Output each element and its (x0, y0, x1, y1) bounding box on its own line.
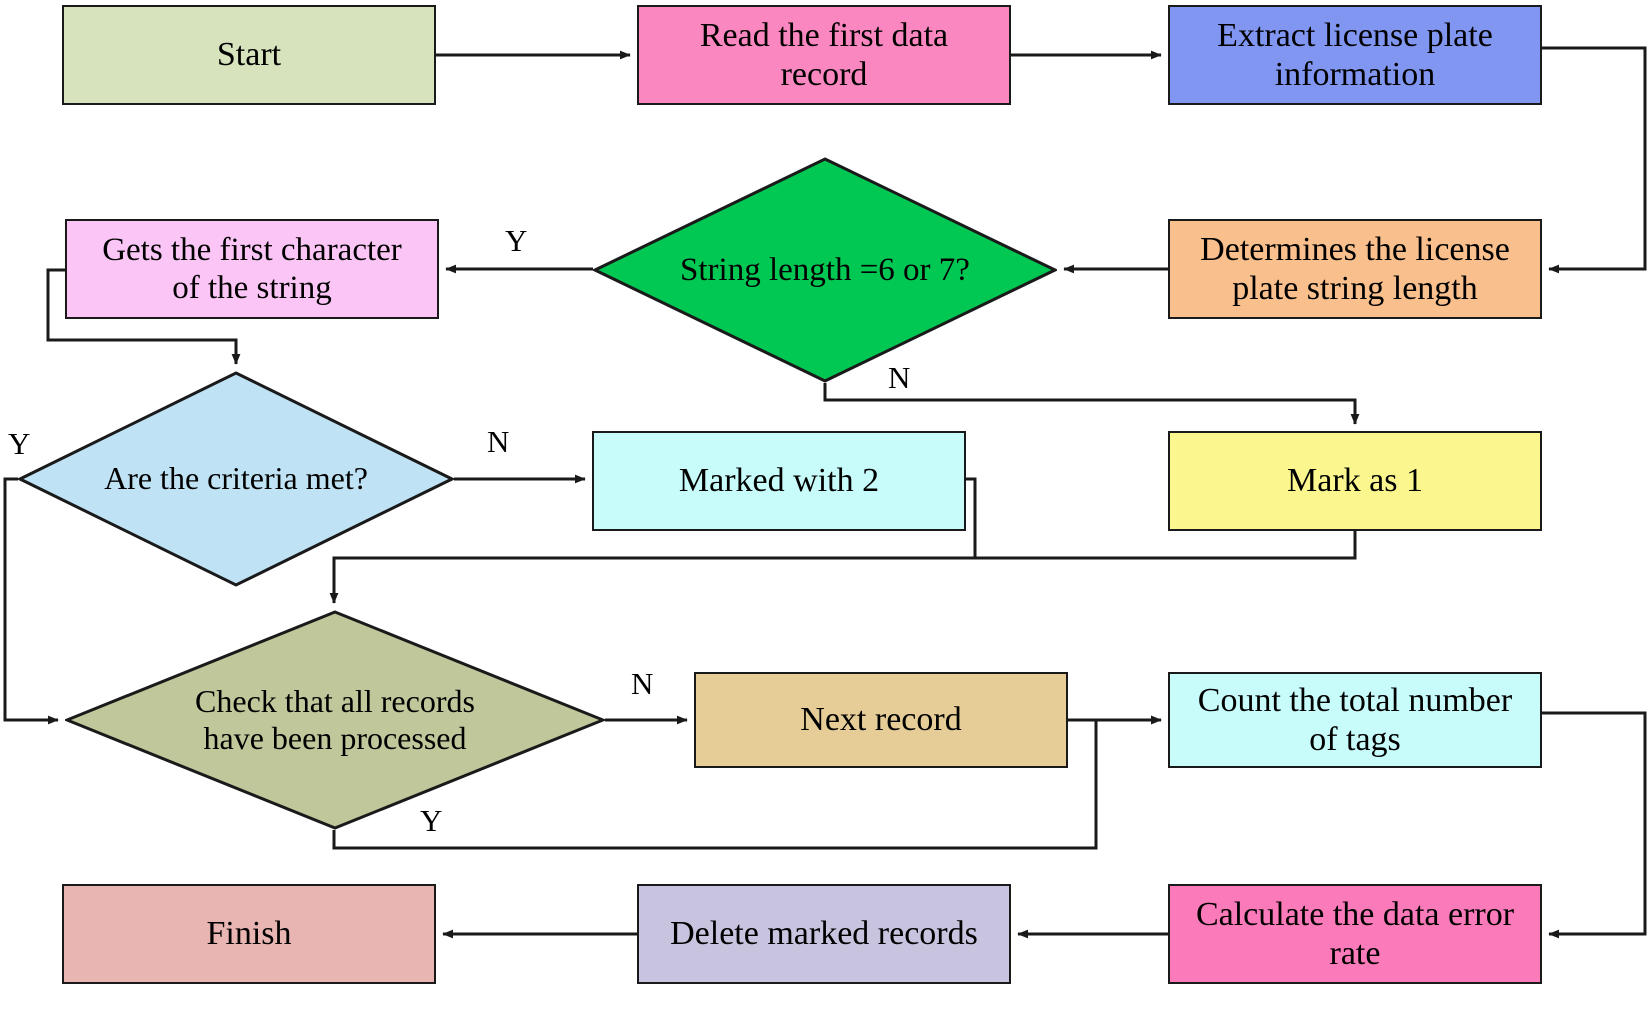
node-label-delete-marked-records: Delete marked records (670, 915, 978, 953)
node-next-record[interactable]: Next record (694, 672, 1068, 768)
node-label-marked-with-2: Marked with 2 (678, 462, 880, 500)
node-label-read-first-record: Read the first data record (699, 16, 949, 93)
edge-label-e-criteria-yes: Y (8, 426, 31, 461)
node-criteria-met[interactable]: Are the criteria met? (18, 371, 454, 587)
node-label-count-total-tags: Count the total number of tags (1197, 681, 1513, 758)
node-count-total-tags[interactable]: Count the total number of tags (1168, 672, 1542, 768)
node-marked-with-2[interactable]: Marked with 2 (592, 431, 966, 531)
edge-label-e-check-yes: Y (420, 803, 443, 838)
edge-label-e-criteria-no: N (487, 424, 510, 459)
node-finish[interactable]: Finish (62, 884, 436, 984)
node-label-finish: Finish (206, 915, 292, 953)
node-label-mark-as-1: Mark as 1 (1287, 462, 1423, 500)
connector-e-count-calc (1542, 711, 1647, 939)
node-get-first-character[interactable]: Gets the first character of the string (65, 219, 439, 319)
node-all-records-processed[interactable]: Check that all records have been process… (65, 610, 605, 830)
edge-label-e-length-yes: Y (505, 223, 528, 258)
node-extract-plate-info[interactable]: Extract license plate information (1168, 5, 1542, 105)
decision-shape (593, 157, 1057, 383)
connector-e-mark1-join (975, 531, 1357, 560)
node-delete-marked-records[interactable]: Delete marked records (637, 884, 1011, 984)
node-label-all-records-processed: Check that all records have been process… (195, 682, 475, 756)
node-label-extract-plate-info: Extract license plate information (1217, 16, 1493, 93)
edge-label-e-check-no: N (631, 666, 654, 701)
node-mark-as-1[interactable]: Mark as 1 (1168, 431, 1542, 531)
node-label-next-record: Next record (800, 701, 962, 739)
connector-e-extract-determine (1542, 46, 1647, 274)
node-label-criteria-met: Are the criteria met? (104, 460, 368, 497)
node-label-string-length-check: String length =6 or 7? (680, 251, 970, 288)
node-label-calculate-error-rate: Calculate the data error rate (1195, 895, 1515, 972)
node-string-length-check[interactable]: String length =6 or 7? (593, 157, 1057, 383)
node-calculate-error-rate[interactable]: Calculate the data error rate (1168, 884, 1542, 984)
node-read-first-record[interactable]: Read the first data record (637, 5, 1011, 105)
node-label-start: Start (216, 36, 282, 74)
node-label-get-first-character: Gets the first character of the string (102, 231, 402, 306)
node-label-determine-string-length: Determines the license plate string leng… (1200, 230, 1510, 307)
edge-label-e-length-no: N (888, 360, 911, 395)
node-determine-string-length[interactable]: Determines the license plate string leng… (1168, 219, 1542, 319)
node-start[interactable]: Start (62, 5, 436, 105)
